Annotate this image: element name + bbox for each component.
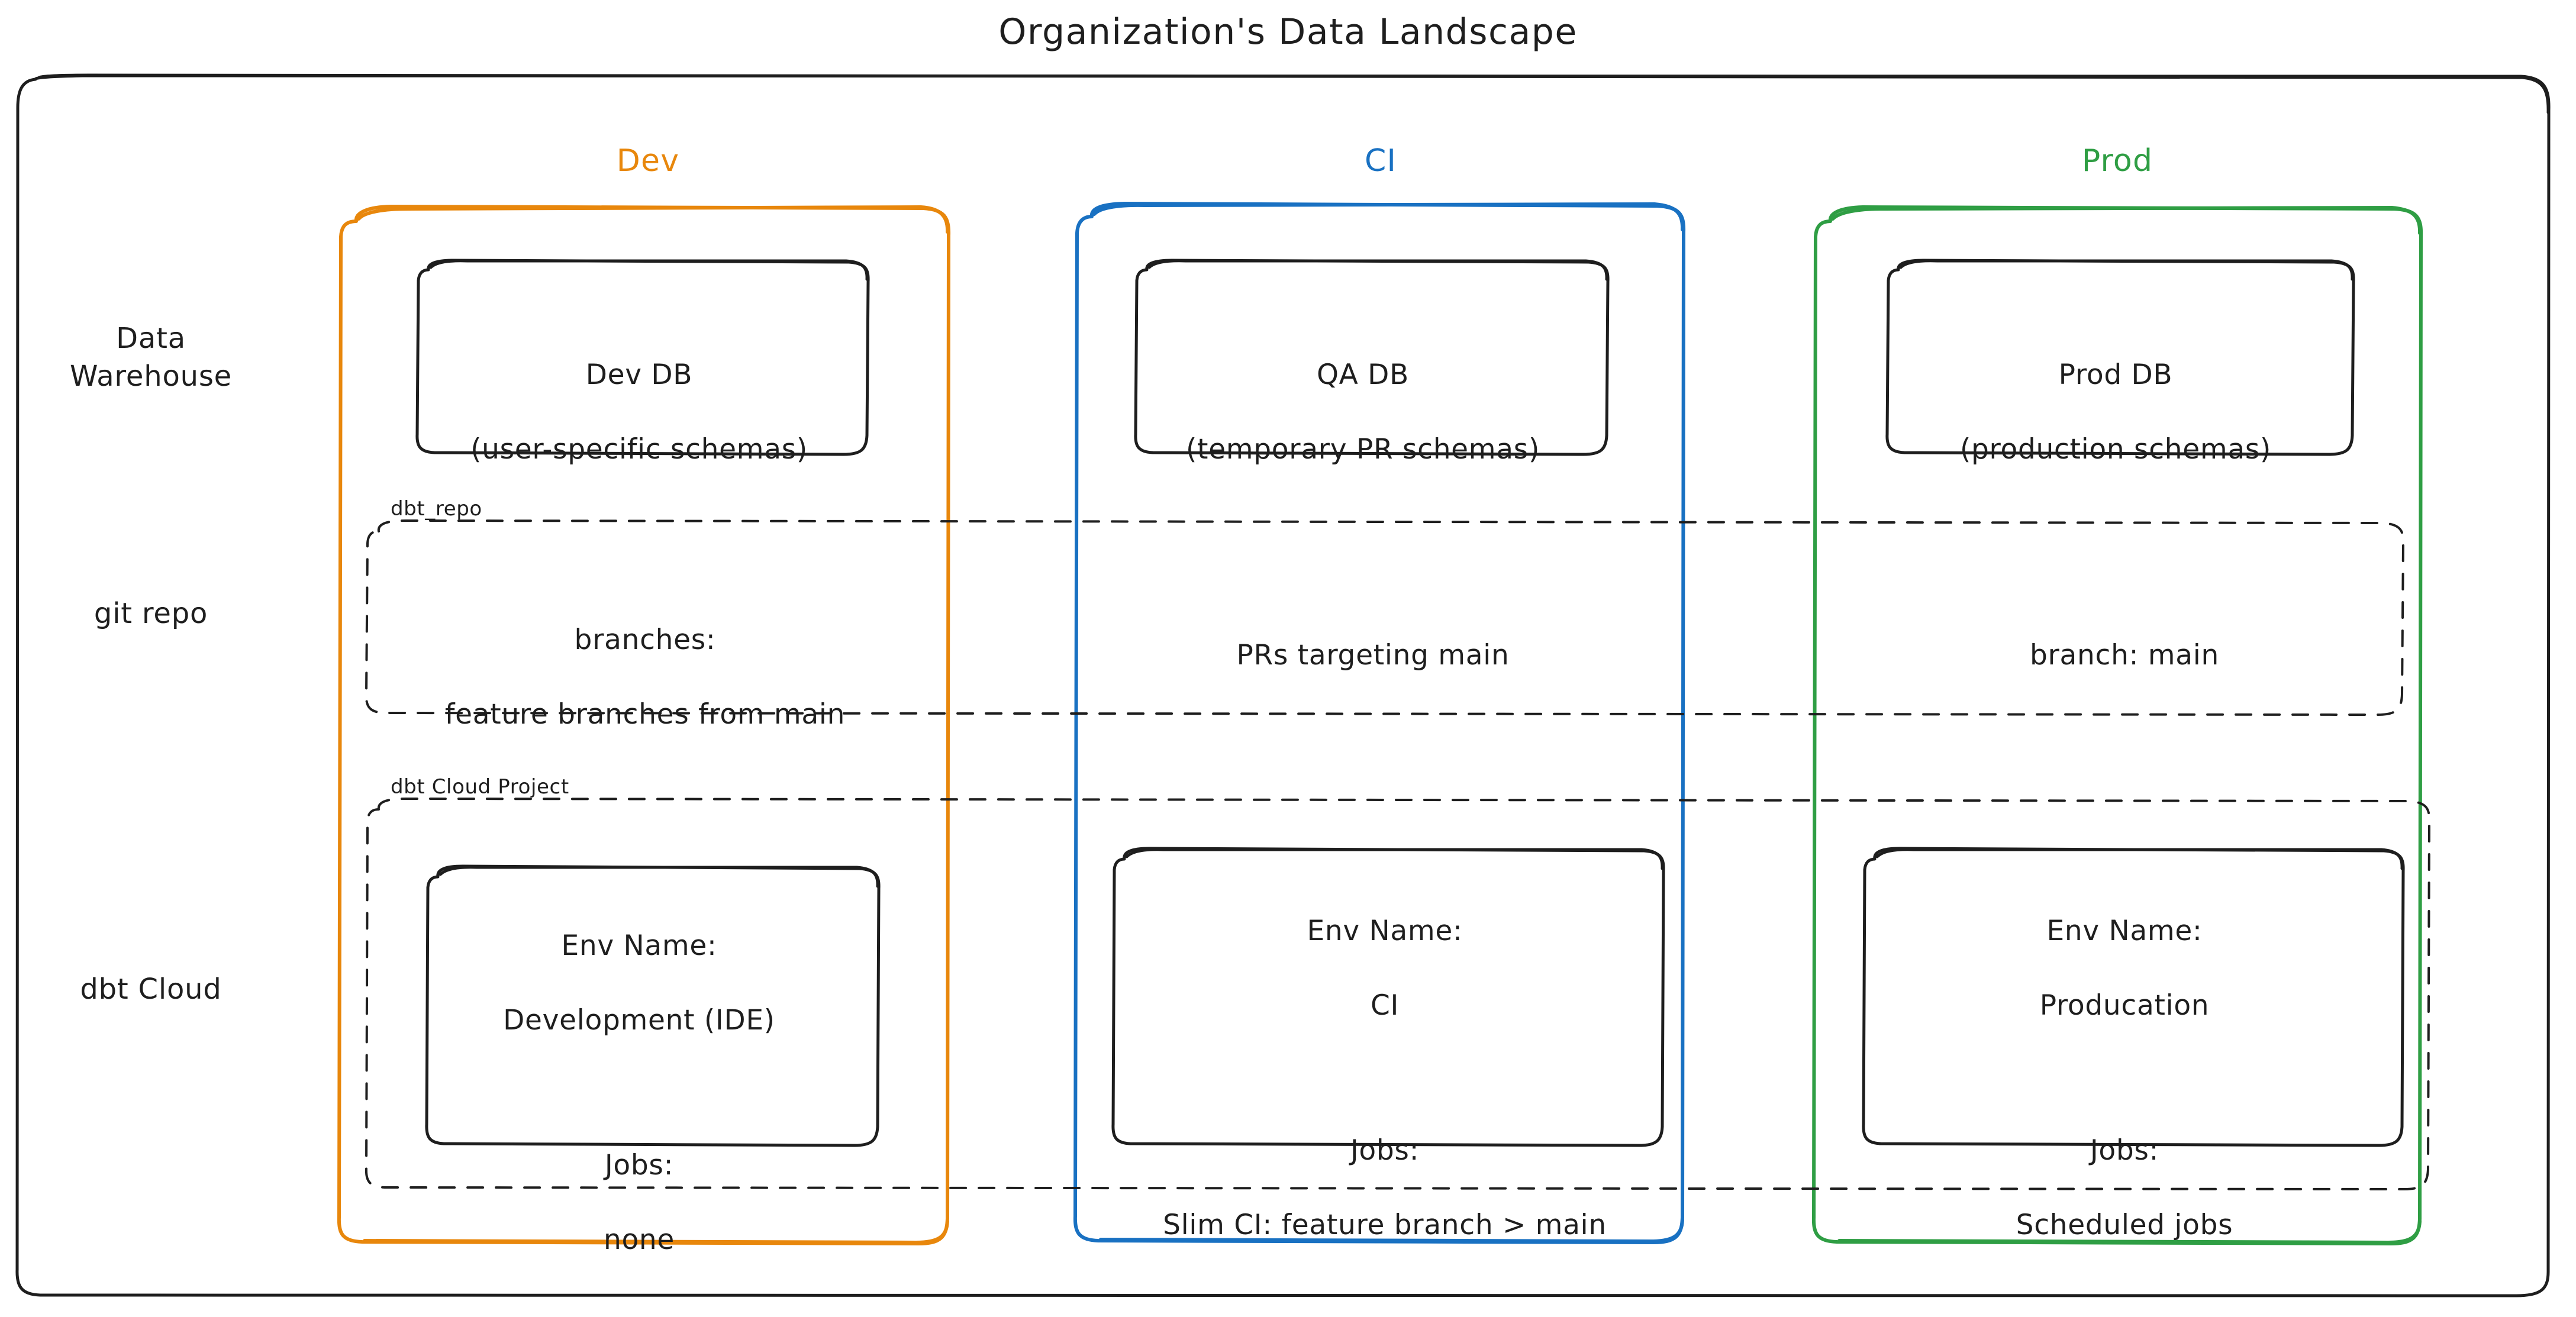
- row-label-git-repo: git repo: [94, 597, 208, 630]
- node-dev-env-name-value: Development (IDE): [503, 1003, 775, 1037]
- node-prod-env-jobs-label: Jobs:: [2090, 1134, 2159, 1167]
- node-qa-db-title: QA DB: [1316, 358, 1410, 391]
- row-label-dbt-cloud: dbt Cloud: [80, 973, 222, 1006]
- node-prod-db-title: Prod DB: [2058, 358, 2173, 391]
- group-label-dbt-cloud-project: dbt Cloud Project: [391, 775, 569, 799]
- node-dev-git-line2: feature branches from main: [444, 698, 846, 731]
- node-prod-env-jobs-value: Scheduled jobs: [2016, 1208, 2233, 1241]
- node-qa-db: QA DB (temporary PR schemas): [1126, 319, 1600, 506]
- spacer: [1118, 1062, 1651, 1095]
- node-prod-env-name-value: Producation: [2039, 989, 2210, 1022]
- row-label-data-warehouse: Data Warehouse: [70, 322, 232, 393]
- node-dev-env: Env Name: Development (IDE) Jobs: none: [414, 890, 864, 1296]
- spacer: [414, 1077, 864, 1110]
- node-dev-db-detail: (user-specific schemas): [470, 432, 808, 466]
- column-title-ci: CI: [1364, 143, 1397, 179]
- node-dev-git-line1: branches:: [574, 623, 716, 656]
- node-prod-db: Prod DB (production schemas): [1879, 319, 2352, 506]
- node-prod-git: branch: main: [1935, 600, 2314, 712]
- node-prod-db-detail: (production schemas): [1959, 432, 2272, 466]
- node-ci-env-name-label: Env Name:: [1307, 914, 1463, 947]
- node-ci-env-jobs-label: Jobs:: [1350, 1134, 1420, 1167]
- node-ci-env-name-value: CI: [1370, 989, 1400, 1022]
- node-ci-env: Env Name: CI Jobs: Slim CI: feature bran…: [1118, 876, 1651, 1282]
- page-title: Organization's Data Landscape: [998, 11, 1578, 53]
- node-prod-env-name-label: Env Name:: [2046, 914, 2203, 947]
- node-dev-env-jobs-label: Jobs:: [604, 1148, 674, 1182]
- node-dev-env-jobs-value: none: [603, 1223, 675, 1256]
- node-qa-db-detail: (temporary PR schemas): [1185, 432, 1540, 466]
- node-ci-git: PRs targeting main: [1154, 600, 1592, 712]
- node-dev-db: Dev DB (user-specific schemas): [414, 319, 864, 506]
- column-title-prod: Prod: [2081, 143, 2153, 179]
- group-label-dbt-repo: dbt_repo: [391, 497, 482, 521]
- node-ci-git-line1: PRs targeting main: [1236, 638, 1510, 672]
- node-dev-env-name-label: Env Name:: [561, 929, 717, 962]
- node-prod-env: Env Name: Producation Jobs: Scheduled jo…: [1858, 876, 2391, 1282]
- spacer: [1858, 1062, 2391, 1095]
- node-dev-git: branches: feature branches from main: [379, 585, 911, 771]
- node-prod-git-line1: branch: main: [2030, 638, 2219, 672]
- node-dev-db-title: Dev DB: [585, 358, 693, 391]
- column-title-dev: Dev: [616, 143, 680, 179]
- node-ci-env-jobs-value: Slim CI: feature branch > main: [1163, 1208, 1607, 1241]
